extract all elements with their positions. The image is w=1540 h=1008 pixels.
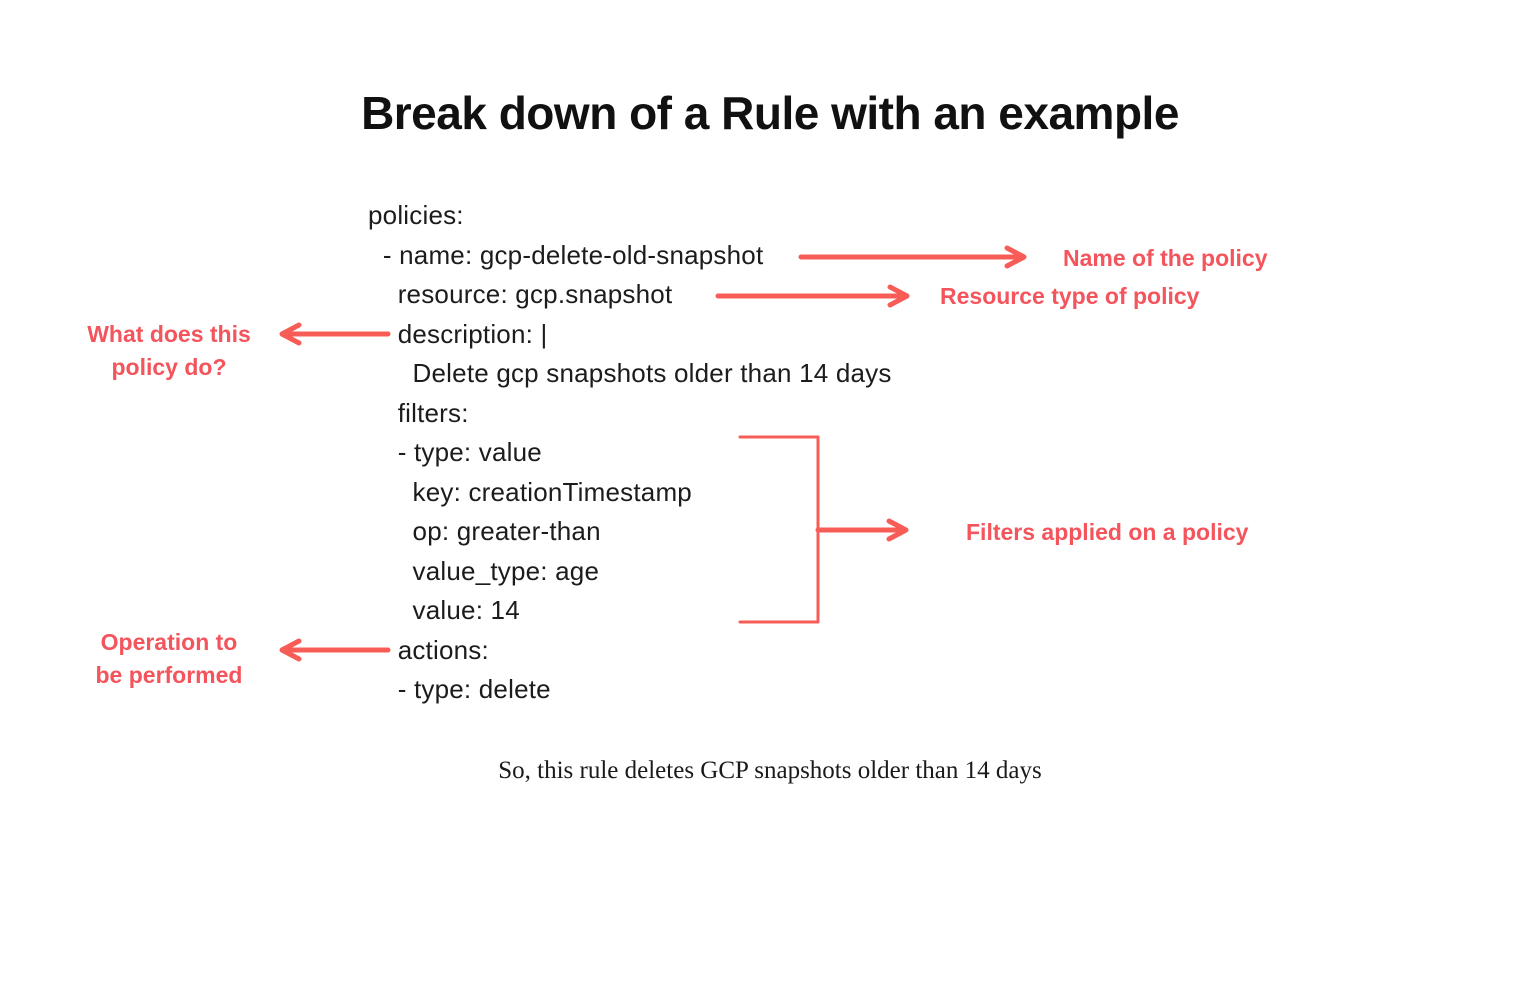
- code-line-description: description: |: [368, 318, 548, 349]
- name-policy-label: Name of the policy: [1063, 245, 1268, 271]
- left-arrow-icon: [279, 322, 391, 346]
- code-line-filter-type: - type: value: [368, 437, 542, 467]
- code-line-filters: filters:: [368, 397, 469, 428]
- code-line-actions: actions:: [368, 634, 489, 665]
- code-line-filter-value-type: value_type: age: [368, 555, 600, 586]
- code-line-action-type: - type: delete: [368, 674, 551, 704]
- left-arrow-icon: [279, 638, 391, 662]
- code-line-policies: policies:: [368, 200, 464, 230]
- summary-text: So, this rule deletes GCP snapshots olde…: [498, 757, 1042, 784]
- resource-type-label: Resource type of policy: [940, 283, 1200, 309]
- code-line-resource: resource: gcp.snapshot: [368, 279, 673, 309]
- yaml-code-block: policies: - name: gcp-delete-old-snapsho…: [368, 196, 892, 710]
- page-title: Break down of a Rule with an example: [361, 87, 1179, 139]
- code-line-description-text: Delete gcp snapshots older than 14 days: [368, 358, 892, 388]
- actions-label: Operation to be performed: [95, 629, 243, 688]
- description-label: What does this policy do?: [87, 321, 251, 380]
- code-line-filter-op: op: greater-than: [368, 516, 601, 546]
- filters-bracket-arrow-icon: [738, 435, 909, 624]
- code-line-filter-value: value: 14: [368, 595, 520, 625]
- right-arrow-icon: [715, 284, 910, 308]
- filters-label: Filters applied on a policy: [966, 519, 1249, 545]
- right-arrow-icon: [798, 245, 1027, 269]
- code-line-filter-key: key: creationTimestamp: [368, 476, 692, 507]
- code-line-name: - name: gcp-delete-old-snapshot: [368, 239, 764, 270]
